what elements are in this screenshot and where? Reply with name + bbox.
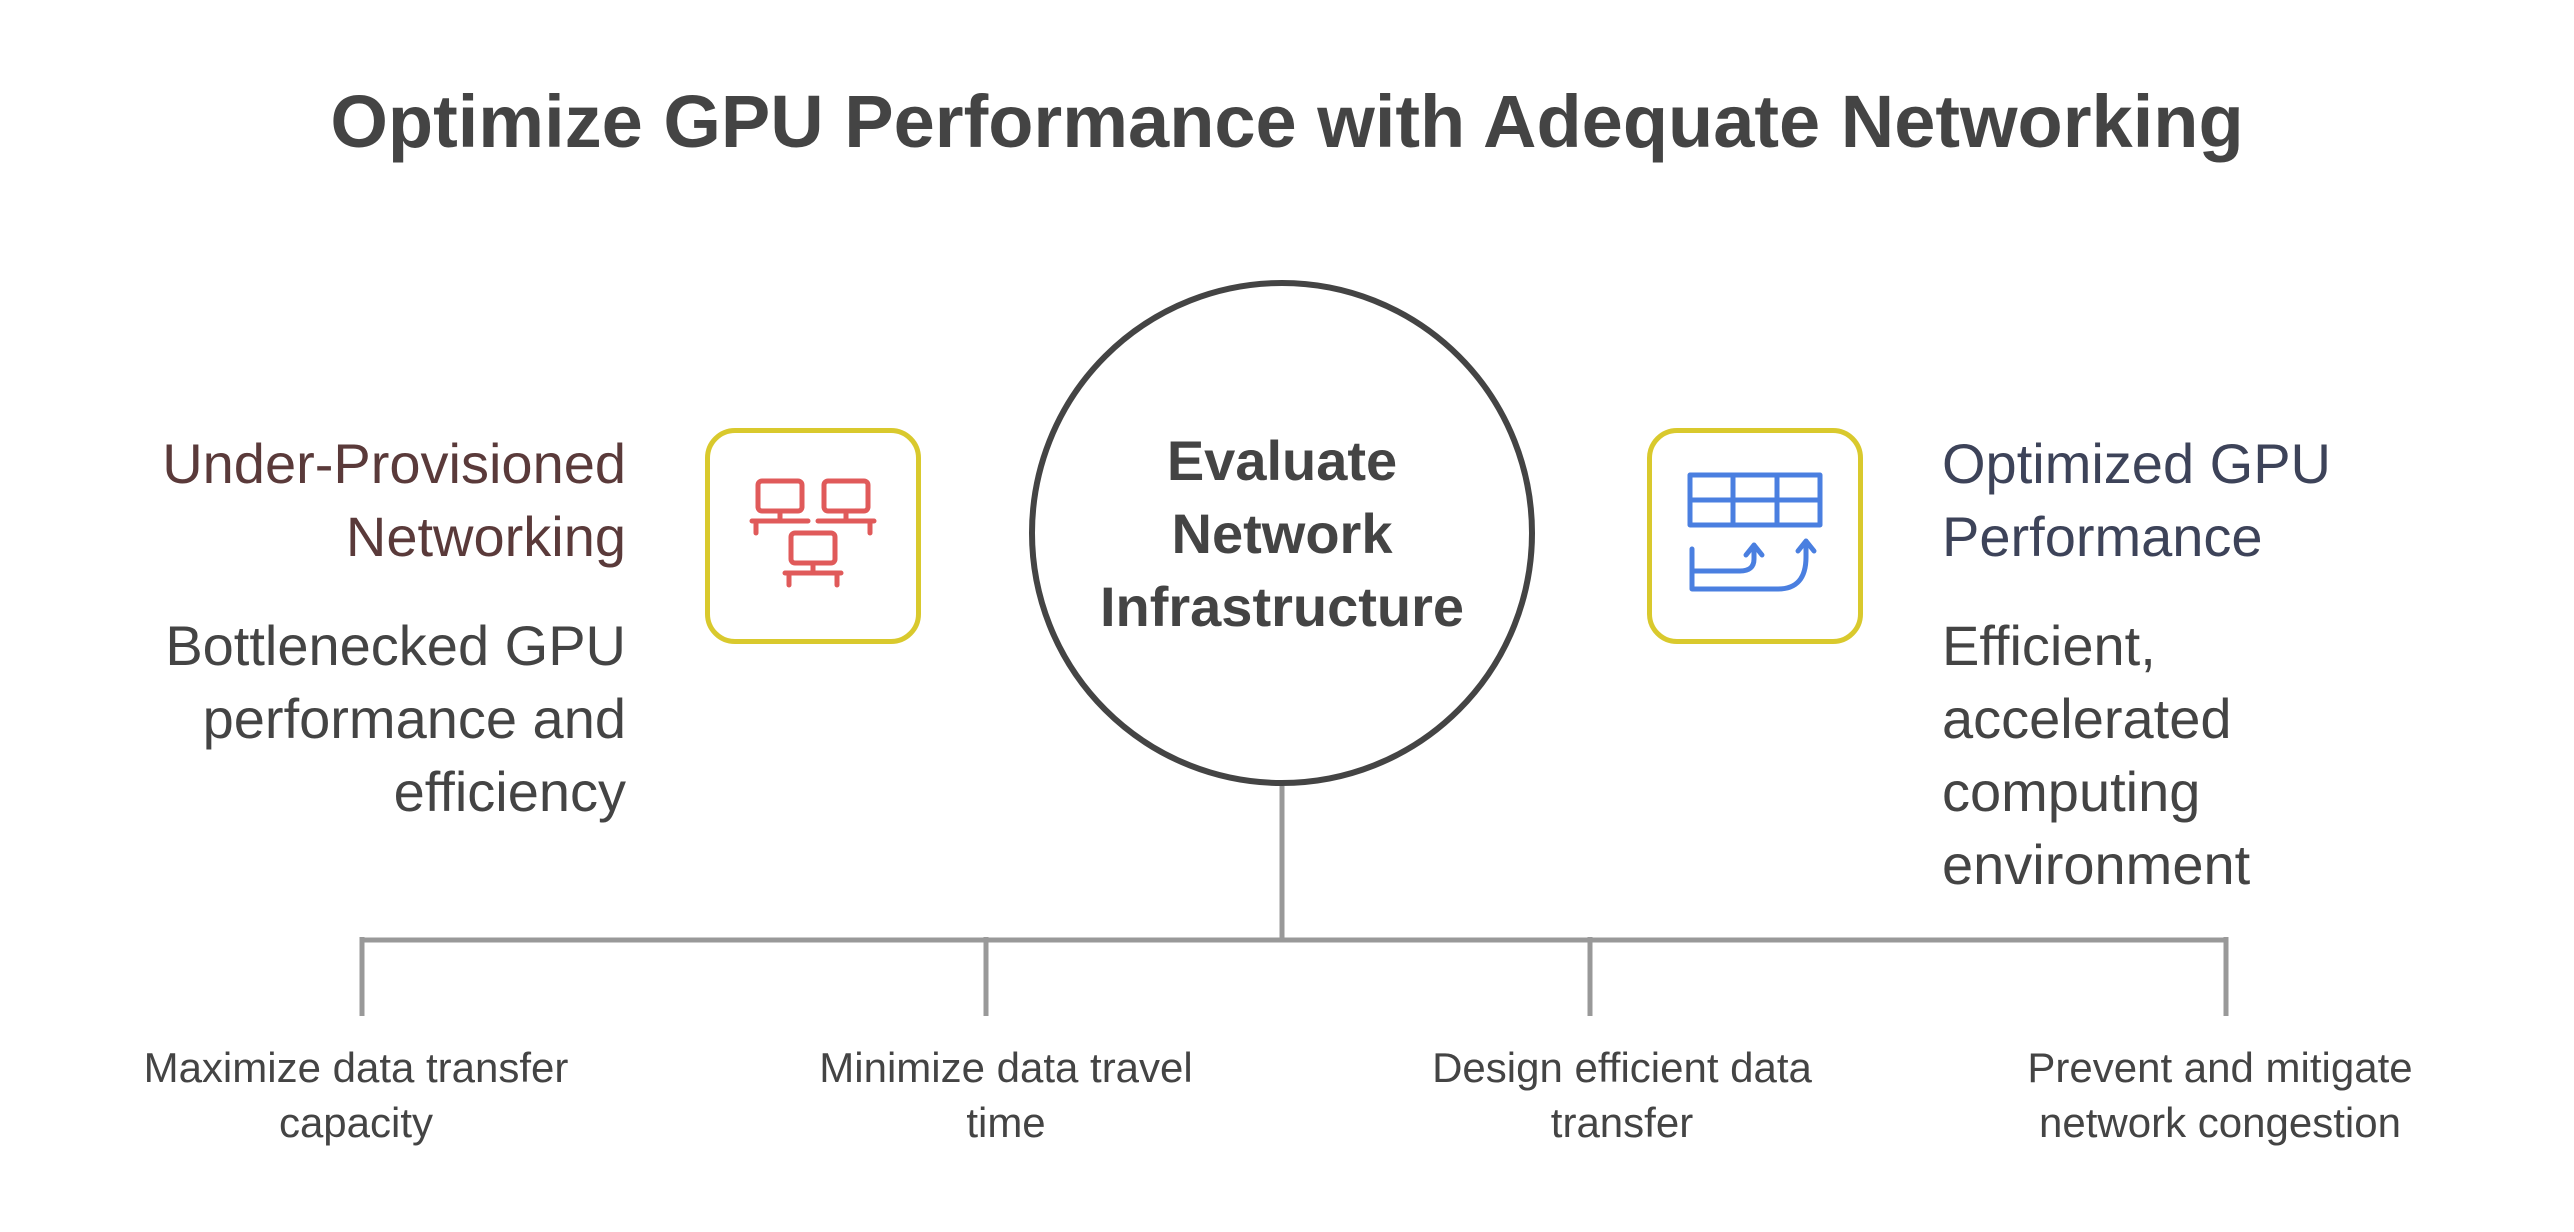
right-heading: Optimized GPU Performance [1942,432,2331,568]
networked-computers-icon [749,478,877,588]
center-node: Evaluate Network Infrastructure [1029,280,1535,786]
branch-label: Design efficient data transfer [1432,1044,1812,1146]
right-description: Efficient, accelerated computing environ… [1942,614,2251,896]
page-title: Optimize GPU Performance with Adequate N… [330,80,2244,163]
left-icon-box [705,428,921,644]
left-description: Bottlenecked GPU performance and efficie… [165,614,626,823]
branch-label: Minimize data travel time [819,1044,1193,1146]
left-heading: Under-Provisioned Networking [162,432,626,568]
right-icon-box [1647,428,1863,644]
branch-label: Prevent and mitigate network congestion [2027,1044,2413,1146]
center-label: Evaluate Network Infrastructure [1099,428,1465,638]
table-arrows-icon [1687,472,1823,592]
branch-label: Maximize data transfer capacity [143,1044,569,1146]
